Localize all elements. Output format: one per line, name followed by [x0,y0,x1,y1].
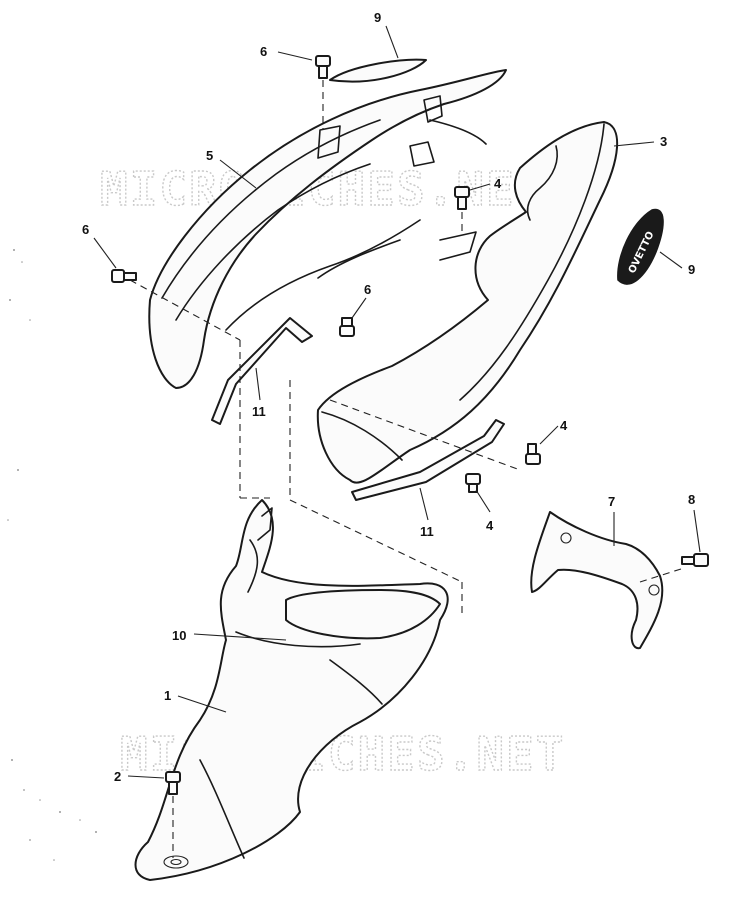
part-11-left-rail [211,317,313,425]
scan-noise [7,249,97,861]
part-9-emblem-badge: OVETTO [617,208,664,285]
part-1-lower-panel [134,499,449,881]
callout-9-top: 9 [374,10,381,25]
screw-2 [165,771,181,795]
callout-9-right: 9 [688,262,695,277]
callout-3: 3 [660,134,667,149]
part-7-bracket [530,511,664,650]
screw-4-right [525,443,541,465]
callout-4-top: 4 [494,176,502,191]
callout-4-bottom: 4 [486,518,494,533]
callout-2: 2 [114,769,121,784]
part-10-inner-panel [285,589,441,640]
callout-8: 8 [688,492,695,507]
part-5-left-side-cover [148,69,507,389]
callout-11-right: 11 [420,524,434,539]
screw-6-top [315,55,331,79]
screw-4-top [454,186,470,210]
part-3-right-side-cover [316,121,618,484]
callout-7: 7 [608,494,615,509]
callout-10: 10 [172,628,186,643]
screw-6-mid [339,317,355,337]
screw-6-left [111,269,137,283]
part-9-emblem-top [329,58,427,83]
screw-4-bottom [465,473,481,493]
callout-6-left: 6 [82,222,89,237]
callout-6-mid: 6 [364,282,371,297]
callouts: 9 6 3 5 4 6 9 6 11 4 4 11 7 8 10 1 2 [82,10,695,784]
badge-shape [617,208,664,285]
callout-5: 5 [206,148,213,163]
callout-11-left: 11 [252,404,266,419]
assembly-lines [129,80,685,858]
part-11-right-rail [351,419,505,501]
callout-1: 1 [164,688,171,703]
leader-lines [93,25,701,779]
callout-6-top: 6 [260,44,267,59]
screw-8 [681,553,709,567]
callout-4-right: 4 [560,418,568,433]
